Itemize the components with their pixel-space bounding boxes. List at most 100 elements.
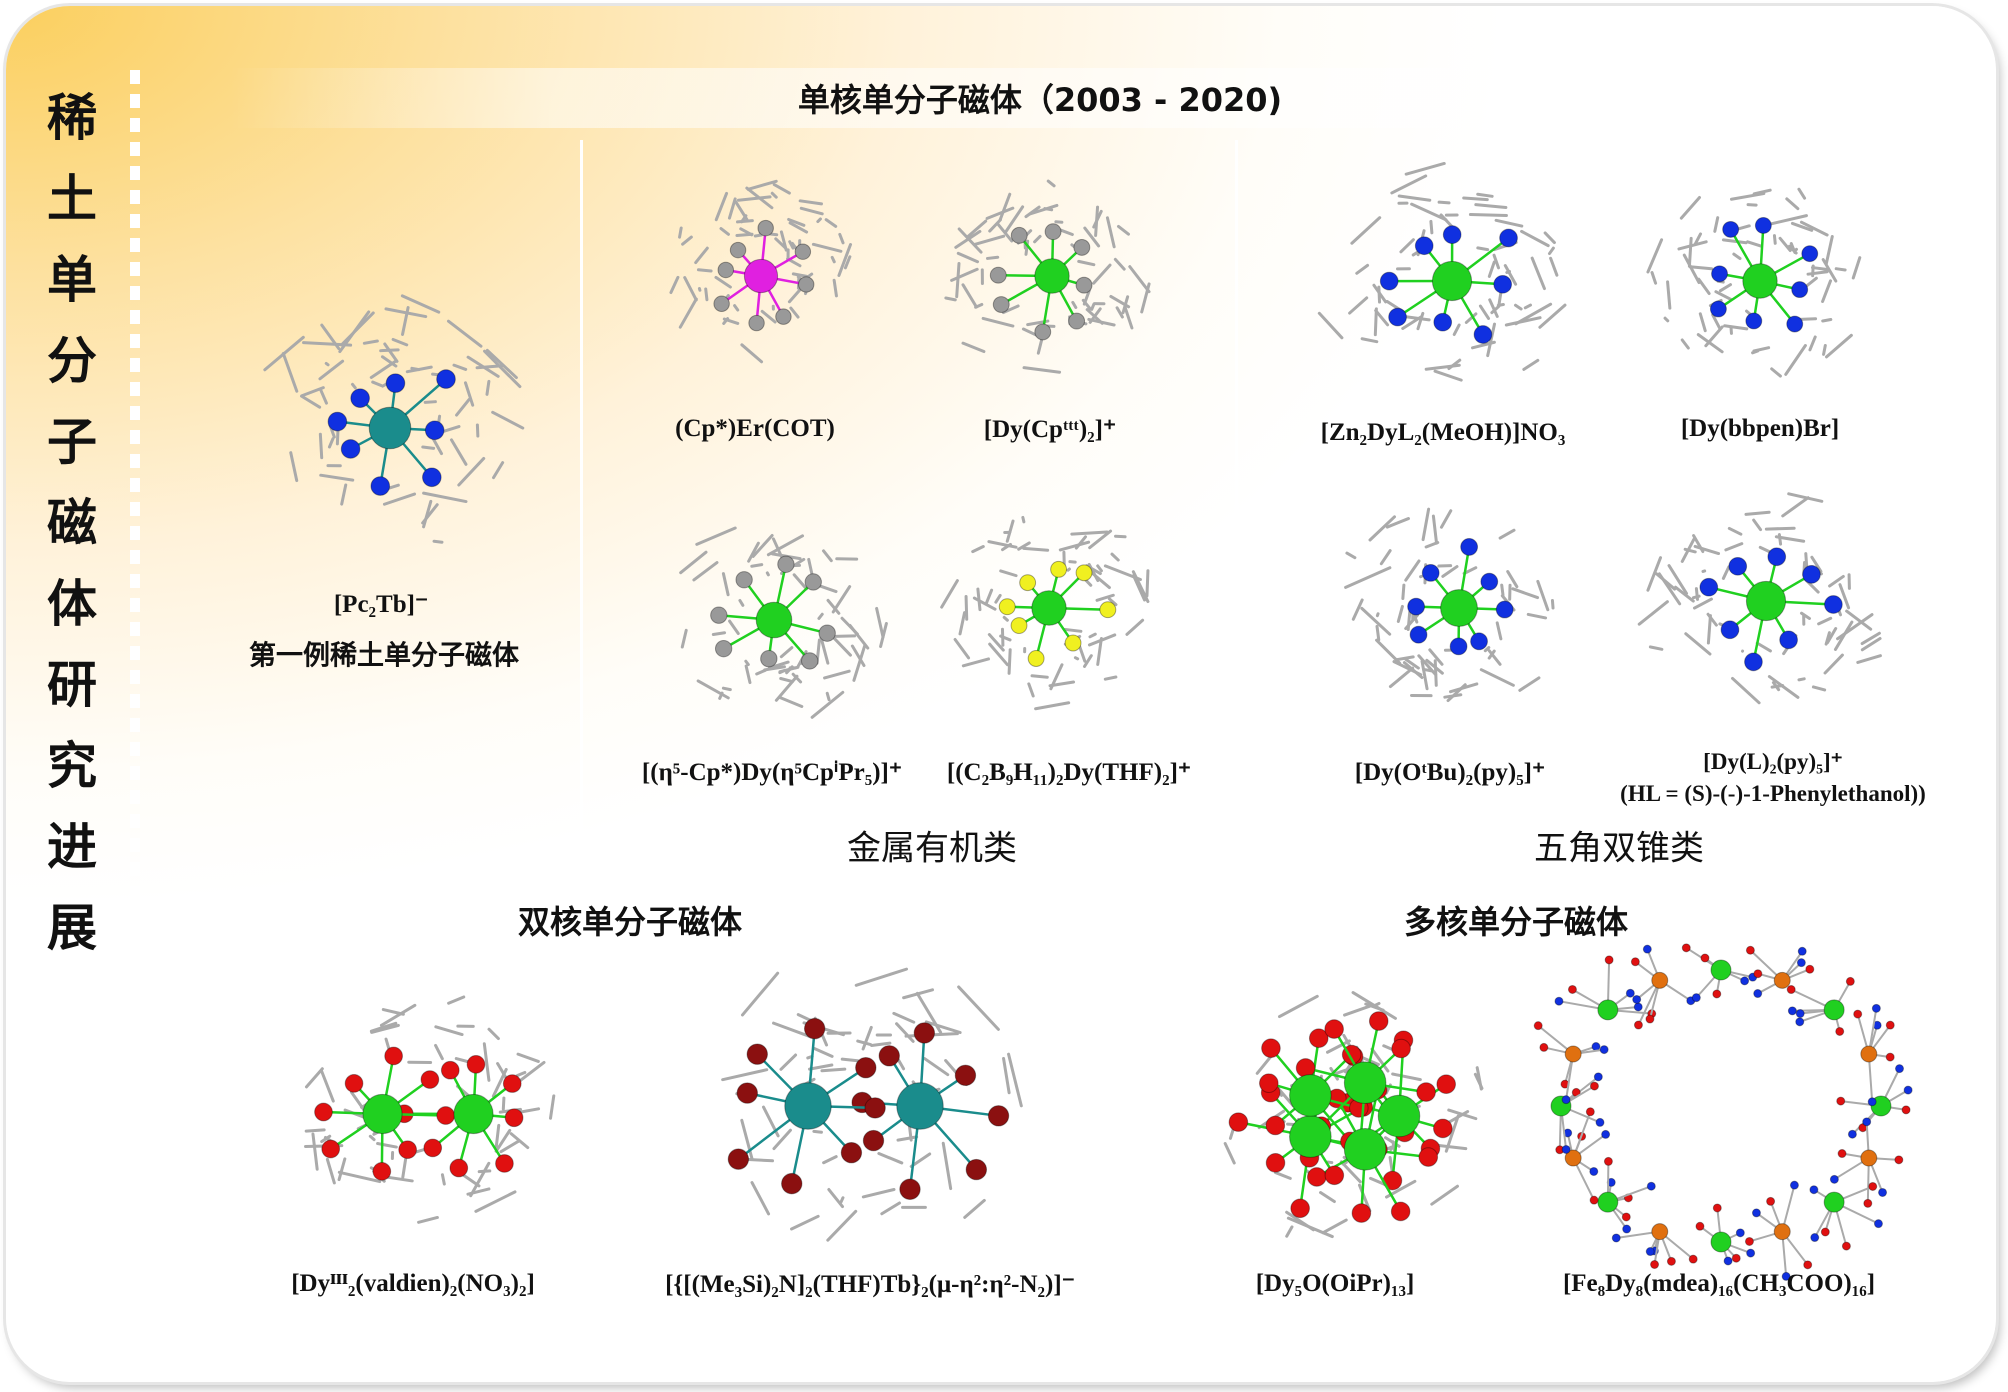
bond (767, 660, 790, 670)
bond (736, 219, 754, 224)
side-title-char: 体 (47, 575, 97, 633)
bond (1646, 238, 1664, 274)
bond (722, 317, 740, 325)
atom (1789, 1180, 1799, 1190)
bond (1447, 358, 1462, 371)
atom (1442, 225, 1462, 245)
atom (502, 1074, 522, 1093)
atom (1561, 1144, 1571, 1154)
bond (1394, 655, 1415, 662)
bond (1325, 1039, 1351, 1054)
bond (1094, 205, 1100, 237)
bond (902, 988, 935, 1000)
bond (1082, 289, 1091, 306)
atom (1766, 1196, 1776, 1206)
atom (362, 1093, 403, 1135)
atom (1390, 1201, 1411, 1222)
atom (1797, 946, 1807, 956)
bond (852, 643, 867, 682)
bond (350, 382, 357, 390)
bond (380, 355, 398, 368)
bond (482, 1042, 491, 1082)
bond (1444, 1114, 1460, 1153)
bond (1344, 566, 1392, 589)
atom (440, 1060, 460, 1080)
bond (792, 573, 808, 591)
atom (1388, 307, 1407, 327)
atom (1885, 1052, 1895, 1062)
atom (1781, 1271, 1791, 1281)
bond (319, 1069, 335, 1103)
atom (1436, 1074, 1456, 1095)
bond (1476, 192, 1494, 198)
atom (1773, 971, 1791, 989)
bond (1110, 552, 1120, 562)
bond (1526, 612, 1548, 620)
bond (494, 1123, 501, 1149)
infographic-panel: 稀 土 单 分 子 磁 体 研 究 进 展 单核单分子磁体（2003 - 202… (6, 6, 1996, 1382)
label-carborane: [(C₂B₉H₁₁)₂Dy(THF)₂]⁺ (946, 759, 1192, 786)
atom (1480, 572, 1499, 591)
bond (738, 598, 745, 607)
atom (1809, 1185, 1819, 1195)
atom (775, 308, 792, 325)
bond (1774, 535, 1806, 543)
bond (1498, 528, 1516, 540)
bond (1339, 1160, 1362, 1184)
side-title-char: 磁 (47, 494, 97, 552)
atom (1621, 1212, 1631, 1222)
bond (850, 644, 866, 667)
bond (950, 267, 979, 282)
bond (1680, 338, 1690, 350)
bond (1396, 604, 1404, 623)
bond (1007, 648, 1012, 675)
atom (855, 1056, 877, 1079)
atom (1567, 984, 1577, 994)
atom (1416, 1082, 1436, 1102)
bond (318, 432, 324, 460)
bond (1514, 303, 1523, 311)
atom (1740, 976, 1750, 986)
atom (1604, 955, 1614, 965)
atom (1847, 1129, 1857, 1139)
bond (1434, 1143, 1468, 1151)
bond (304, 1067, 324, 1089)
atom (755, 601, 793, 639)
bond (1732, 252, 1742, 260)
side-title-char: 进 (47, 818, 97, 876)
bond (985, 206, 1015, 220)
bond (1706, 614, 1712, 645)
bond (1691, 594, 1701, 600)
atom (1646, 1181, 1656, 1191)
side-title: 稀 土 单 分 子 磁 体 研 究 进 展 (42, 78, 102, 969)
atom (1593, 1072, 1603, 1082)
bond (909, 1152, 932, 1168)
bond (1828, 574, 1845, 588)
bond (1103, 564, 1142, 582)
bond (961, 341, 986, 354)
bond (362, 339, 379, 345)
bond (400, 294, 441, 314)
atom (954, 1064, 977, 1087)
atom (422, 467, 442, 488)
atom (987, 1105, 1010, 1127)
atom (1803, 1260, 1813, 1270)
bond (455, 398, 471, 417)
bond (785, 665, 794, 675)
atom (1068, 312, 1086, 330)
bond (1360, 337, 1379, 344)
bond (1518, 676, 1541, 692)
bond (1132, 574, 1147, 602)
bond (1811, 685, 1827, 692)
bond (1751, 349, 1760, 355)
bond (1348, 296, 1369, 315)
bond (1834, 267, 1847, 272)
bond (1646, 556, 1663, 592)
bond (1077, 259, 1096, 267)
bond (549, 1094, 556, 1120)
bond (973, 234, 1006, 246)
bond (994, 593, 1002, 604)
mononuclear-title: 单核单分子磁体（2003 - 2020) (797, 81, 1283, 119)
bond (1404, 657, 1420, 670)
atom (1431, 260, 1473, 302)
